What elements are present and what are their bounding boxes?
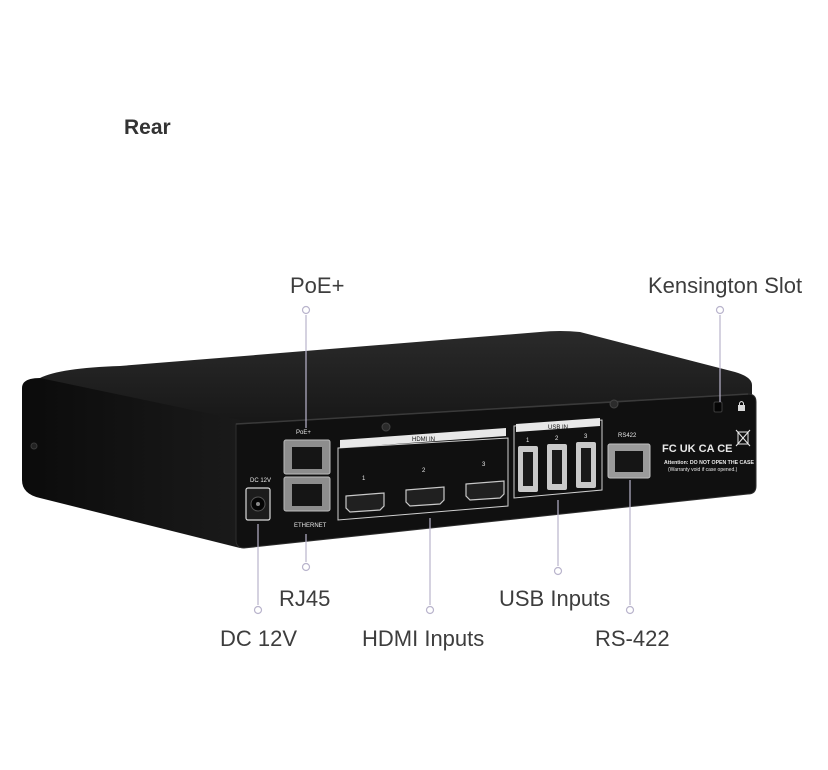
leader-dot bbox=[301, 562, 311, 572]
usb-port-number: 2 bbox=[555, 436, 559, 442]
weee-bin-icon bbox=[735, 429, 751, 447]
hdmi-port-3 bbox=[465, 480, 505, 501]
hdmi-port-1 bbox=[345, 492, 385, 513]
callout-dc-12v: DC 12V bbox=[220, 626, 298, 651]
hdmi-port-2 bbox=[405, 486, 445, 507]
hdmi-port-number: 1 bbox=[362, 476, 366, 482]
panel-warning-line-2: (Warranty void if case opened.) bbox=[668, 467, 738, 473]
screw-icon bbox=[381, 422, 391, 432]
panel-warning-line-1: Attention: DO NOT OPEN THE CASE bbox=[664, 460, 754, 466]
lock-icon bbox=[738, 401, 745, 411]
panel-label-dc: DC 12V bbox=[250, 478, 271, 484]
leader-dot bbox=[625, 605, 635, 615]
leader-dot bbox=[715, 305, 725, 315]
callout-usb-inputs: USB Inputs bbox=[499, 586, 611, 611]
callout-kensington-slot: Kensington Slot bbox=[648, 273, 803, 298]
leader-dot bbox=[425, 605, 435, 615]
certification-marks: FC UK CA CE bbox=[662, 443, 732, 455]
hdmi-port-number: 3 bbox=[482, 462, 486, 468]
leader-dot bbox=[553, 566, 563, 576]
callout-rj45: RJ45 bbox=[279, 586, 331, 611]
device-left-side bbox=[22, 378, 240, 548]
callout-poe: PoE+ bbox=[290, 273, 345, 298]
usb-port-number: 1 bbox=[526, 438, 530, 444]
callout-rs-422: RS-422 bbox=[595, 626, 670, 651]
kensington-slot bbox=[713, 401, 723, 413]
panel-label-usb-in: USB IN bbox=[548, 425, 568, 431]
hdmi-port-number: 2 bbox=[422, 468, 426, 474]
callout-hdmi-inputs: HDMI Inputs bbox=[362, 626, 485, 651]
leader-dot bbox=[253, 605, 263, 615]
panel-label-ethernet: ETHERNET bbox=[294, 523, 327, 529]
screw-icon bbox=[30, 442, 38, 450]
panel-label-rs422: RS422 bbox=[618, 433, 637, 439]
section-heading: Rear bbox=[124, 116, 171, 139]
panel-label-poe: PoE+ bbox=[296, 430, 311, 436]
screw-icon bbox=[609, 399, 619, 409]
usb-port-number: 3 bbox=[584, 434, 588, 440]
panel-label-hdmi-in: HDMI IN bbox=[412, 437, 435, 443]
leader-dot bbox=[301, 305, 311, 315]
